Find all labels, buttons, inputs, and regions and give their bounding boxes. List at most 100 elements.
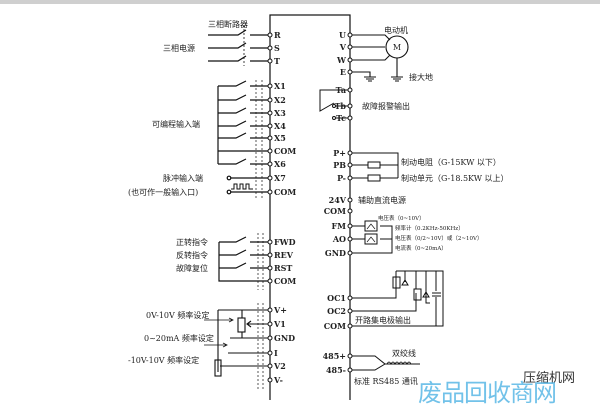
label-forward: 正转指令 [176,237,208,247]
label-freq-pm10v: -10V-10V 频率设定 [128,355,199,365]
terminal-point [347,57,353,63]
label-open-collector: 开路集电极输出 [355,315,411,325]
terminal-label-left: X3 [274,108,286,118]
rs485-wiring [350,355,420,371]
terminal-label-right: PB [333,160,346,170]
motor-wiring [350,34,409,82]
terminal-point [267,377,273,383]
terminal-label-right: COM [324,321,346,331]
terminal-label-left: X5 [274,133,286,143]
terminal-label-left: REV [274,250,294,260]
terminal-point [267,252,273,258]
terminal-point [267,148,273,154]
terminal-point [347,308,353,314]
terminal-label-left: COM [274,187,296,197]
terminal-point [347,162,353,168]
terminal-point [347,115,353,121]
terminal-label-right: W [336,55,347,65]
braking-wiring [350,152,399,182]
terminal-point [267,265,273,271]
terminal-point [347,323,353,329]
top-border [0,0,600,4]
label-brake-resistor: 制动电阻（G-15KW 以下） [401,157,501,167]
watermark-site1: 压缩机网 [523,371,576,386]
terminal-label-right: U [339,30,346,40]
terminal-label-right: COM [324,206,346,216]
programmable-input-switches [217,80,270,198]
terminal-label-right: E [340,67,346,77]
terminal-label-right: AO [332,234,346,244]
analog-input-wiring [204,303,270,390]
label-pulse-input-note: (也可作一般输入口) [128,187,198,197]
terminal-label-left: COM [274,146,296,156]
label-ground: 接大地 [409,72,433,82]
label-twisted-pair: 双绞线 [392,348,416,358]
terminal-label-right: P+ [333,148,346,158]
terminal-point [347,103,353,109]
terminal-label-left: X7 [274,173,286,183]
terminal-label-left: X6 [274,159,286,169]
terminal-point [347,367,353,373]
label-rs485: 标准 RS485 通讯 [354,376,418,386]
label-freq-0-10v: 0V-10V 频率设定 [146,310,209,320]
label-aux-dc: 辅助直流电源 [358,195,406,205]
terminal-label-left: V1 [273,319,286,329]
label-freq-0-20ma: 0~20mA 频率设定 [144,333,214,343]
terminal-label-left: X4 [274,121,286,131]
terminal-label-right: V [339,42,347,52]
label-ammeter: 电流表（0~20mA） [395,244,447,252]
label-fault-alarm: 故障报警输出 [362,101,410,111]
terminal-label-right: OC2 [327,306,346,316]
label-motor-symbol: M [393,43,401,52]
terminal-label-left: RST [274,263,292,273]
terminal-point [267,32,273,38]
terminal-label-left: T [274,56,280,66]
meter-wiring [350,220,393,254]
terminal-point [347,197,353,203]
terminal-label-right: OC1 [327,293,346,303]
label-voltmeter2: 电压表（0/2~10V）或（2~10V） [395,234,483,242]
terminal-point [267,110,273,116]
label-programmable-inputs: 可编程输入端 [152,119,200,129]
command-switches [218,233,270,290]
terminal-label-right: Tb [334,101,346,111]
terminal-point [347,44,353,50]
watermark-site2: 废品回收商网 [418,379,557,407]
label-fault-reset: 故障复位 [176,263,208,273]
label-power: 三相电源 [163,43,195,53]
terminal-point [347,250,353,256]
terminal-point [267,350,273,356]
terminal-point [267,161,273,167]
terminal-point [267,278,273,284]
terminal-point [267,239,273,245]
terminal-label-left: I [274,348,278,358]
terminal-point [267,58,273,64]
terminal-point [347,175,353,181]
terminal-label-left: V2 [273,361,286,371]
terminal-point [267,45,273,51]
power-input-wires [208,25,270,66]
terminal-label-left: V+ [273,305,287,315]
terminal-point [347,236,353,242]
terminal-point [267,335,273,341]
terminal-label-left: X2 [274,95,286,105]
label-freq-meter: 频率计（0.2KHz-50KHz） [395,224,464,232]
terminal-label-left: GND [274,333,295,343]
terminal-point [347,69,353,75]
terminal-point [267,135,273,141]
terminal-label-right: FM [331,221,346,231]
open-collector-wiring [350,270,444,327]
label-breaker: 三相断路器 [208,19,248,29]
terminal-point [347,208,353,214]
terminal-point [347,353,353,359]
terminal-point [267,321,273,327]
label-brake-unit: 制动单元（G-18.5KW 以上） [401,173,509,183]
terminal-label-left: COM [274,276,296,286]
terminal-label-left: S [274,43,280,53]
terminal-point [267,175,273,181]
terminal-point [347,223,353,229]
terminal-label-right: GND [325,248,346,258]
label-motor: 电动机 [384,25,408,35]
terminal-point [347,295,353,301]
